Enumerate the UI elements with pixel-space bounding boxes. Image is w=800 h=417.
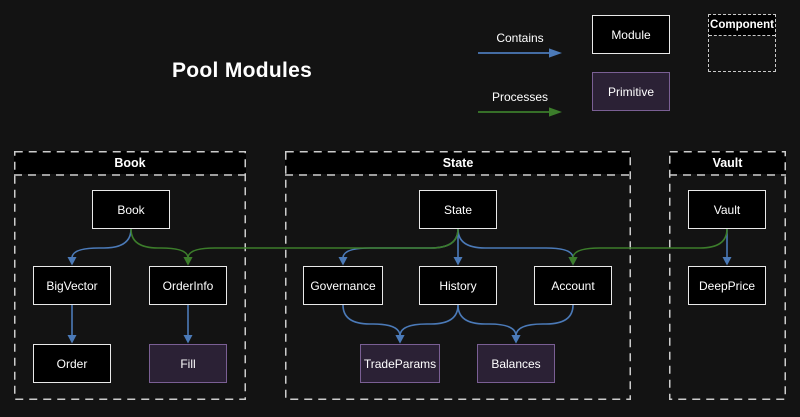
page-title: Pool Modules <box>172 59 313 82</box>
node-orderinfo: OrderInfo <box>149 266 227 305</box>
node-tradeparams: TradeParams <box>360 344 440 383</box>
node-account: Account <box>534 266 612 305</box>
node-order: Order <box>33 344 111 383</box>
legend-component-label: Component <box>709 15 775 36</box>
legend-contains-label: Contains <box>496 31 544 45</box>
node-history: History <box>419 266 497 305</box>
legend-processes-label: Processes <box>491 90 549 104</box>
contains-arrow-icon <box>478 48 562 58</box>
node-balances: Balances <box>477 344 555 383</box>
processes-arrow-icon <box>478 107 562 117</box>
container-title-state: State <box>285 151 631 174</box>
node-vault: Vault <box>688 190 766 229</box>
node-governance: Governance <box>303 266 383 305</box>
node-bigvector: BigVector <box>33 266 111 305</box>
container-title-vault: Vault <box>669 151 786 174</box>
container-title-book: Book <box>14 151 246 174</box>
node-book: Book <box>92 190 170 229</box>
node-fill: Fill <box>149 344 227 383</box>
node-state: State <box>419 190 497 229</box>
node-deepprice: DeepPrice <box>688 266 766 305</box>
legend-module-sample: Module <box>592 15 670 54</box>
legend-primitive-sample: Primitive <box>592 72 670 111</box>
legend-component-sample: Component <box>708 14 776 72</box>
